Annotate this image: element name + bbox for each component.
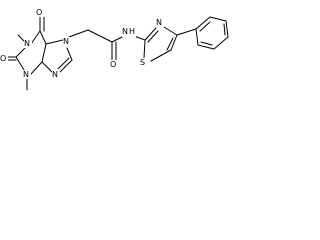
atom-nitrogen-3: N bbox=[23, 70, 29, 79]
bond-ph-1 bbox=[195, 16, 211, 30]
bond-n9-c4 bbox=[41, 61, 53, 73]
bond-c2-n3 bbox=[15, 56, 25, 71]
bond-n1-c2 bbox=[15, 47, 26, 58]
bond-s-c5 bbox=[150, 49, 172, 62]
atom-oxygen-top: O bbox=[36, 8, 42, 17]
atom-label-layer: O N O N N N O N H S N bbox=[0, 8, 164, 79]
bond-ch2-carbonyl bbox=[87, 29, 113, 43]
bond-c5-c4-double bbox=[166, 37, 174, 51]
bond-ph-5 bbox=[197, 44, 215, 50]
bond-n7-ch2 bbox=[68, 29, 89, 38]
bond-c5-c6 bbox=[39, 30, 47, 45]
bond-c4-c5 bbox=[41, 43, 47, 63]
bond-c8-n9 bbox=[57, 59, 73, 75]
bond-n-c2-double bbox=[147, 30, 159, 43]
bond-ph-3 bbox=[225, 20, 229, 38]
bond-n-c2 bbox=[144, 27, 157, 41]
molecule-canvas: O N O N N N O N H S N bbox=[0, 0, 235, 93]
atom-oxygen-left: O bbox=[0, 54, 6, 63]
atom-oxygen-amide: O bbox=[110, 60, 116, 69]
bond-c8-n9-double bbox=[55, 57, 70, 72]
bond-c6-n1 bbox=[30, 30, 41, 45]
atom-nitrogen-1: N bbox=[24, 39, 30, 48]
atom-nitrogen-9: N bbox=[52, 70, 58, 79]
bond-n3-c4 bbox=[30, 61, 43, 75]
atom-nitrogen-7: N bbox=[63, 37, 69, 46]
bond-c5-c4 bbox=[170, 34, 178, 51]
bond-ph-double-2 bbox=[223, 23, 226, 36]
atom-nitrogen-amide: N bbox=[122, 27, 128, 36]
bond-c2-s bbox=[143, 39, 146, 59]
structure-drawing: O N O N N N O N H S N bbox=[0, 8, 229, 91]
bond-ph-2 bbox=[209, 16, 227, 22]
bond-n7-c8 bbox=[66, 47, 73, 61]
bond-layer bbox=[5, 16, 229, 91]
atom-sulfur: S bbox=[140, 58, 145, 67]
bond-ph-6 bbox=[195, 28, 199, 46]
bond-c4-n bbox=[163, 26, 178, 36]
bond-ph-double-3 bbox=[200, 41, 213, 46]
bond-ph-4 bbox=[213, 36, 229, 50]
atom-nitrogen-thiazole: N bbox=[156, 18, 162, 27]
bond-c4-phenyl bbox=[176, 28, 197, 36]
bond-c5-n7 bbox=[45, 39, 64, 45]
bond-ph-double-1 bbox=[199, 21, 211, 32]
atom-hydrogen-amide: H bbox=[129, 27, 135, 36]
